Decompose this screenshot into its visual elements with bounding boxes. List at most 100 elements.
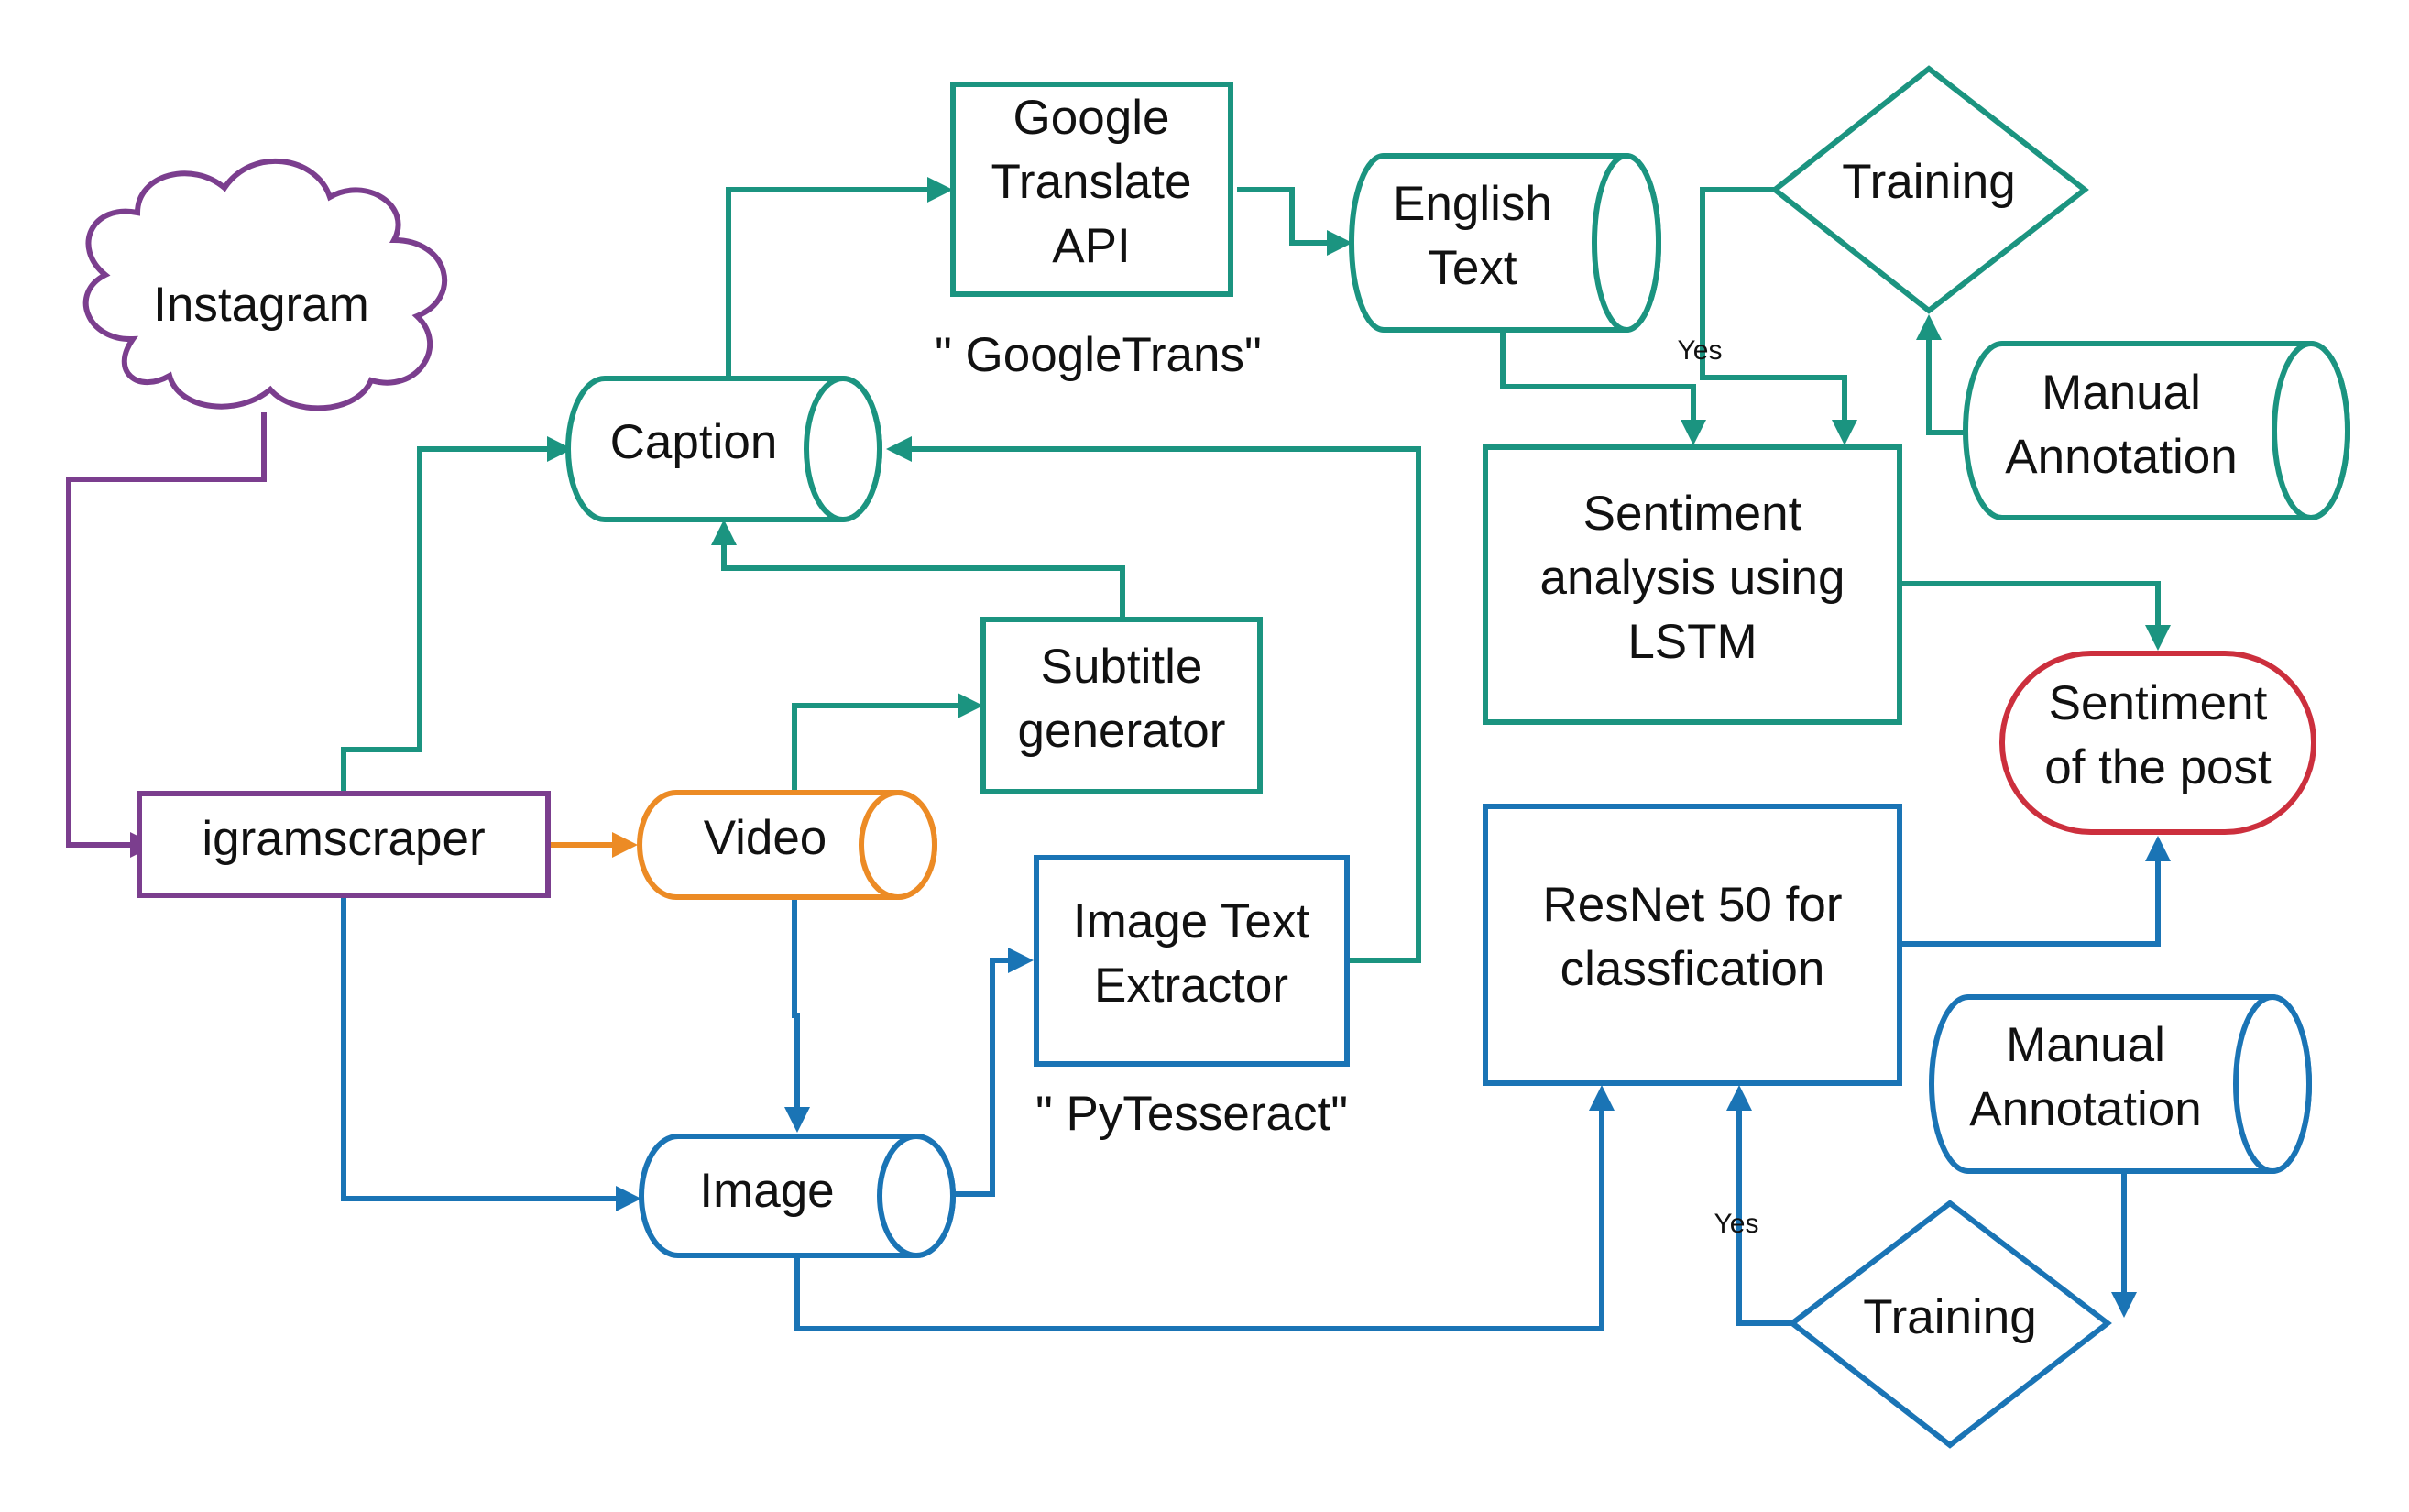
node-manual-annotation-bottom: Manual Annotation xyxy=(1929,994,2312,1174)
edge-training-top-sentiment xyxy=(1700,187,1847,420)
node-image: Image xyxy=(639,1134,956,1258)
extractor-line-2: Extractor xyxy=(1094,959,1288,1013)
edge-image-resnet xyxy=(794,1111,1604,1331)
subtitle-line-2: generator xyxy=(1018,704,1226,758)
arrowhead xyxy=(1589,1085,1615,1111)
image-label: Image xyxy=(699,1164,834,1218)
resnet-line-1: ResNet 50 for xyxy=(1543,878,1843,932)
node-training-top: Training xyxy=(1770,65,2089,314)
sentiment-line-2: analysis using xyxy=(1540,551,1845,605)
node-igramscraper: igramscraper xyxy=(137,791,551,898)
process-box xyxy=(137,791,551,898)
sentiment-line-3: LSTM xyxy=(1627,615,1757,669)
cylinder-cap xyxy=(1592,153,1661,333)
arrowhead xyxy=(1008,948,1034,973)
post-line-2: of the post xyxy=(2044,740,2272,794)
decision-diamond xyxy=(1788,1200,2112,1449)
arrowhead xyxy=(1327,230,1352,256)
terminal-shape xyxy=(1999,651,2316,835)
edge-image-extractor xyxy=(953,958,1008,1197)
google-line-3: API xyxy=(1052,219,1130,273)
pytesseract-note: " PyTesseract" xyxy=(1035,1087,1348,1141)
edge-video-subtitle xyxy=(792,703,958,790)
arrowhead xyxy=(1726,1085,1752,1111)
cylinder-cap xyxy=(2233,994,2312,1174)
process-box xyxy=(980,617,1263,794)
english-line-1: English xyxy=(1393,177,1552,231)
edge-subtitle-caption xyxy=(721,545,1125,618)
cylinder-cap xyxy=(877,1134,956,1258)
googletrans-note: " GoogleTrans" xyxy=(935,328,1262,382)
edge-igramscraper-image xyxy=(341,896,616,1201)
video-label: Video xyxy=(704,811,827,865)
edge-english-sentiment xyxy=(1500,330,1696,420)
edge-instagram-igramscraper xyxy=(66,412,267,848)
edge-igramscraper-caption xyxy=(341,446,547,795)
arrowhead xyxy=(616,1186,641,1211)
node-caption: Caption xyxy=(565,376,882,522)
google-line-2: Translate xyxy=(991,155,1192,209)
arrowhead xyxy=(711,520,737,545)
arrowhead xyxy=(927,177,953,203)
edges xyxy=(66,177,2171,1331)
node-sentiment-lstm: Sentiment analysis using LSTM xyxy=(1483,444,1902,725)
training-top-label: Training xyxy=(1842,155,2016,209)
node-instagram: Instagram xyxy=(82,158,448,411)
edge-resnet-post xyxy=(1900,861,2161,947)
google-line-1: Google xyxy=(1013,91,1170,145)
process-box xyxy=(1483,804,1902,1086)
instagram-label: Instagram xyxy=(153,278,369,332)
node-sentiment-of-post: Sentiment of the post xyxy=(1999,651,2316,835)
cylinder-cap xyxy=(2272,341,2350,520)
subtitle-line-1: Subtitle xyxy=(1041,640,1203,694)
annotation-top-line-2: Annotation xyxy=(2005,430,2237,484)
arrowhead xyxy=(958,693,983,718)
arrowhead xyxy=(547,436,573,462)
arrowhead xyxy=(784,1107,810,1133)
arrowhead xyxy=(1832,420,1857,445)
edge-video-image xyxy=(792,896,800,1107)
process-box xyxy=(1034,855,1350,1067)
cloud-shape xyxy=(82,158,448,411)
node-training-bottom: Training xyxy=(1788,1200,2112,1449)
node-subtitle-generator: Subtitle generator xyxy=(980,617,1263,794)
arrowhead xyxy=(2145,836,2171,861)
caption-label: Caption xyxy=(610,415,778,469)
cylinder-cap xyxy=(859,790,937,900)
node-video: Video xyxy=(637,790,937,900)
arrowhead xyxy=(2145,625,2171,651)
sentiment-line-1: Sentiment xyxy=(1583,487,1802,541)
training-bottom-label: Training xyxy=(1863,1290,2037,1344)
annotation-bottom-line-2: Annotation xyxy=(1969,1082,2201,1136)
annotation-top-line-1: Manual xyxy=(2042,366,2201,420)
igramscraper-label: igramscraper xyxy=(202,812,485,866)
extractor-line-1: Image Text xyxy=(1073,894,1310,948)
arrowhead xyxy=(886,436,912,462)
process-box xyxy=(950,82,1233,297)
edge-sentiment-post xyxy=(1900,581,2161,625)
yes-label-top: Yes xyxy=(1678,335,1723,366)
arrowhead xyxy=(612,832,638,858)
yes-label-bottom: Yes xyxy=(1714,1209,1759,1239)
process-box xyxy=(1483,444,1902,725)
arrowhead xyxy=(2111,1292,2137,1318)
node-google-translate-api: Google Translate API xyxy=(950,82,1233,297)
edge-google-english xyxy=(1237,187,1327,246)
post-line-1: Sentiment xyxy=(2049,676,2268,730)
cylinder-cap xyxy=(804,376,882,522)
decision-diamond xyxy=(1770,65,2089,314)
node-image-text-extractor: Image Text Extractor xyxy=(1034,855,1350,1067)
resnet-line-2: classfication xyxy=(1560,942,1825,996)
arrowhead xyxy=(1681,420,1706,445)
node-resnet: ResNet 50 for classfication xyxy=(1483,804,1902,1086)
edge-annotation-top-training xyxy=(1926,340,1966,435)
node-manual-annotation-top: Manual Annotation xyxy=(1963,341,2350,520)
arrowhead xyxy=(1916,314,1942,340)
edge-training-bottom-resnet xyxy=(1736,1111,1792,1326)
edge-caption-google xyxy=(726,187,927,378)
english-line-2: Text xyxy=(1428,241,1517,295)
node-english-text: English Text xyxy=(1349,153,1661,333)
edge-extractor-caption xyxy=(912,446,1421,963)
annotation-bottom-line-1: Manual xyxy=(2006,1018,2165,1072)
